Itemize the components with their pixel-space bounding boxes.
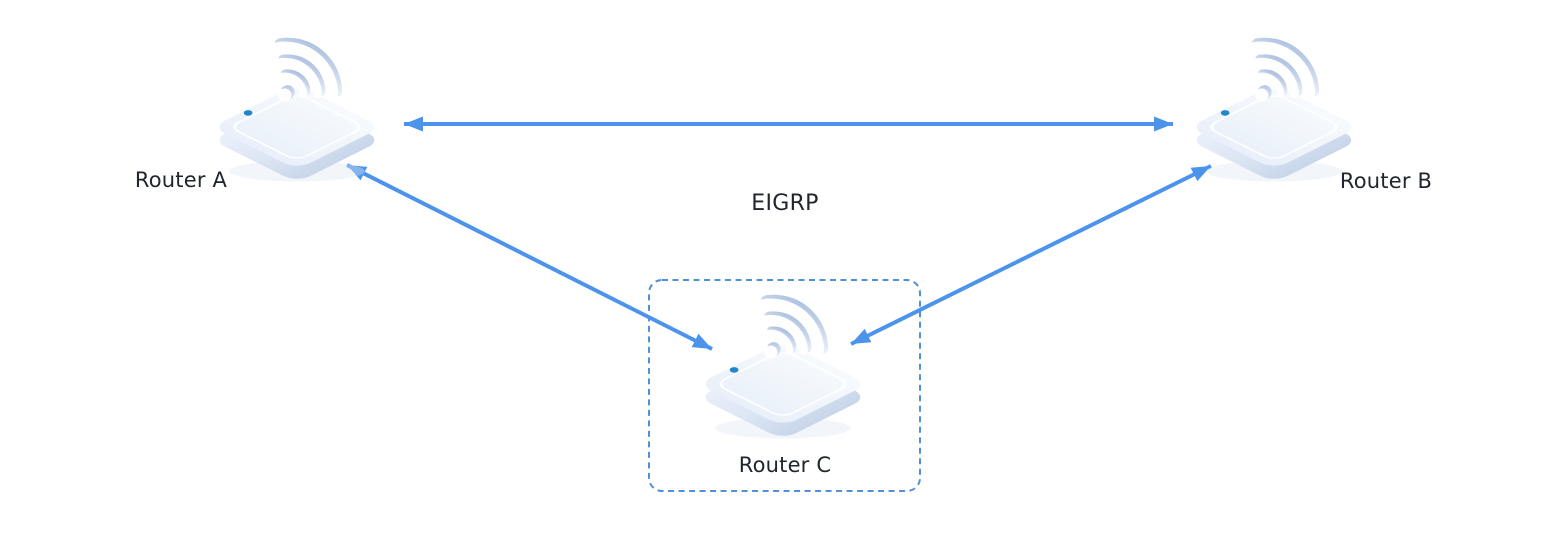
node-router-a — [212, 33, 382, 183]
wireless-router-icon — [212, 33, 382, 183]
node-router-b — [1189, 33, 1359, 183]
router-c-label: Router C — [738, 453, 832, 477]
protocol-label: EIGRP — [751, 191, 819, 216]
router-a-label: Router A — [134, 168, 228, 192]
link-a-c — [346, 163, 713, 351]
link-b-c — [850, 164, 1212, 346]
node-router-c — [698, 290, 868, 440]
router-b-label: Router B — [1339, 169, 1433, 193]
wireless-router-icon — [1189, 33, 1359, 183]
wireless-router-icon — [698, 290, 868, 440]
router-c-dashed-box — [648, 279, 921, 492]
